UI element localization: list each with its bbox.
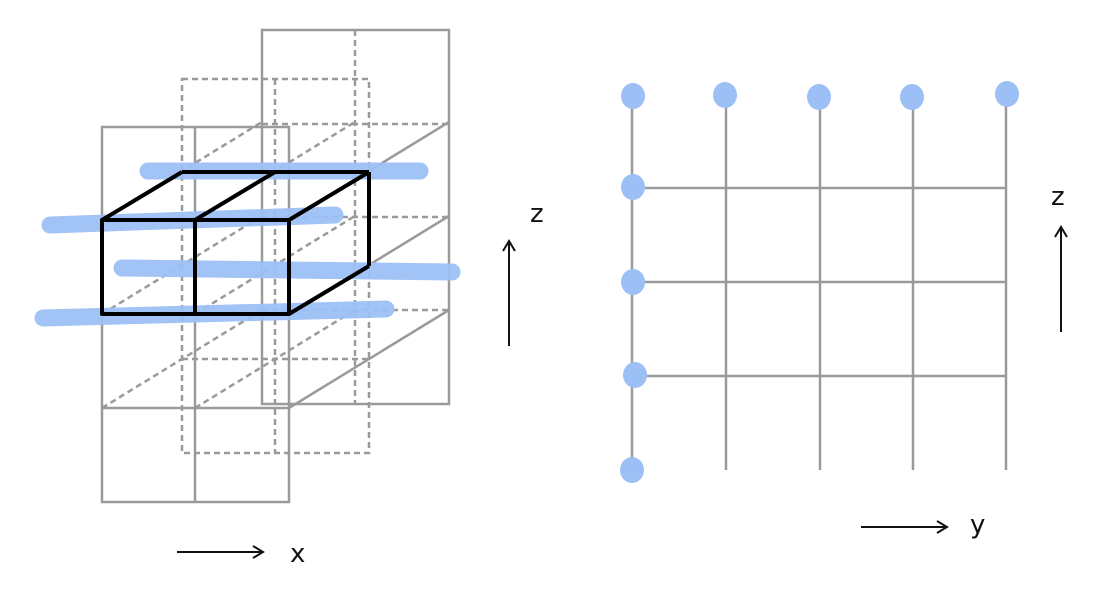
left-x-axis: x xyxy=(177,539,305,569)
grid-point xyxy=(621,174,645,200)
grid-point xyxy=(620,457,644,483)
grid-lines xyxy=(630,95,1008,470)
right-panel-2d-grid: y z xyxy=(620,81,1068,540)
depth-connector xyxy=(101,308,263,410)
depth-connector xyxy=(288,308,450,410)
z-axis-label: z xyxy=(530,199,544,229)
grid-point xyxy=(807,84,831,110)
grid-point xyxy=(621,269,645,295)
highlighted-cells xyxy=(100,170,371,316)
x-axis-arrow-head xyxy=(252,545,265,559)
cell-bottom-edge xyxy=(287,264,371,316)
depth-connector xyxy=(194,308,356,410)
left-z-axis: z xyxy=(502,199,544,346)
x-axis-label: x xyxy=(290,539,305,569)
left-panel-3d-grid: x z xyxy=(34,28,544,569)
z-axis-arrow-head xyxy=(502,239,516,252)
right-z-axis: z xyxy=(1051,182,1068,332)
cell-top-edge xyxy=(193,170,277,222)
y-axis-arrow-head xyxy=(936,520,949,534)
grid-point xyxy=(621,83,645,109)
z-axis-arrow-head xyxy=(1054,225,1068,238)
z-axis-label: z xyxy=(1051,182,1065,212)
grid-point xyxy=(623,362,647,388)
grid-point xyxy=(900,84,924,110)
cell-top-edge xyxy=(287,170,371,222)
highlight-strokes xyxy=(34,162,461,327)
right-y-axis: y xyxy=(861,510,985,540)
grid-point xyxy=(713,82,737,108)
cell-top-edge xyxy=(100,170,184,222)
y-axis-label: y xyxy=(970,510,985,540)
grid-point xyxy=(995,81,1019,107)
cell-front-face-right xyxy=(193,218,291,316)
grid-points xyxy=(620,81,1019,483)
